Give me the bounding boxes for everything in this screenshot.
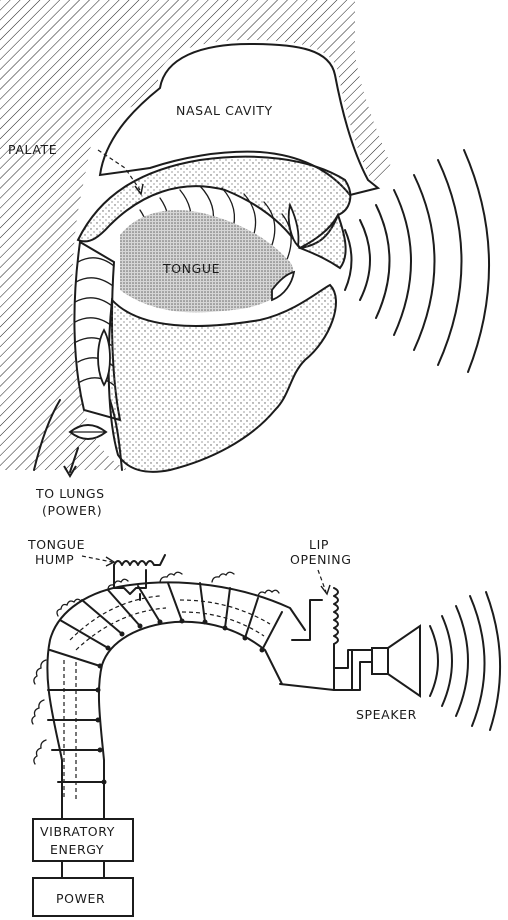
outer-rail <box>47 582 305 820</box>
label-palate: PALATE <box>8 142 57 157</box>
lip-opening-coil <box>334 588 338 644</box>
label-speaker: SPEAKER <box>356 707 417 722</box>
junction-dots <box>96 619 265 785</box>
label-tongue-hump-2: HUMP <box>35 552 74 567</box>
speaker-icon <box>372 626 420 696</box>
lip-opening-leader <box>318 570 326 592</box>
label-tongue-hump-1: TONGUE <box>27 537 85 552</box>
label-power-paren: (POWER) <box>42 503 102 518</box>
ladder-rungs <box>48 583 282 782</box>
series-inductors <box>32 572 279 764</box>
label-energy: ENERGY <box>50 842 104 857</box>
lower-jaw <box>109 285 336 472</box>
inner-rail <box>99 622 282 820</box>
label-nasal-cavity: NASAL CAVITY <box>176 103 273 118</box>
capacitor-dashes <box>64 596 270 800</box>
speaker-sound-waves <box>430 592 500 730</box>
label-tongue: TONGUE <box>162 261 220 276</box>
tongue-hump-coil <box>114 555 165 565</box>
tongue-hump-leader <box>82 556 112 562</box>
anatomy-section: NASAL CAVITY PALATE TONGUE TO LUNGS (POW… <box>0 0 489 518</box>
label-lip-1: LIP <box>309 537 329 552</box>
label-to-lungs: TO LUNGS <box>35 486 105 501</box>
label-power: POWER <box>56 891 105 906</box>
label-lip-2: OPENING <box>290 552 352 567</box>
label-vibratory: VIBRATORY <box>40 824 115 839</box>
epiglottis <box>98 330 110 385</box>
electrical-analog: TONGUE HUMP LIP OPENING SPEAKER <box>27 537 500 916</box>
